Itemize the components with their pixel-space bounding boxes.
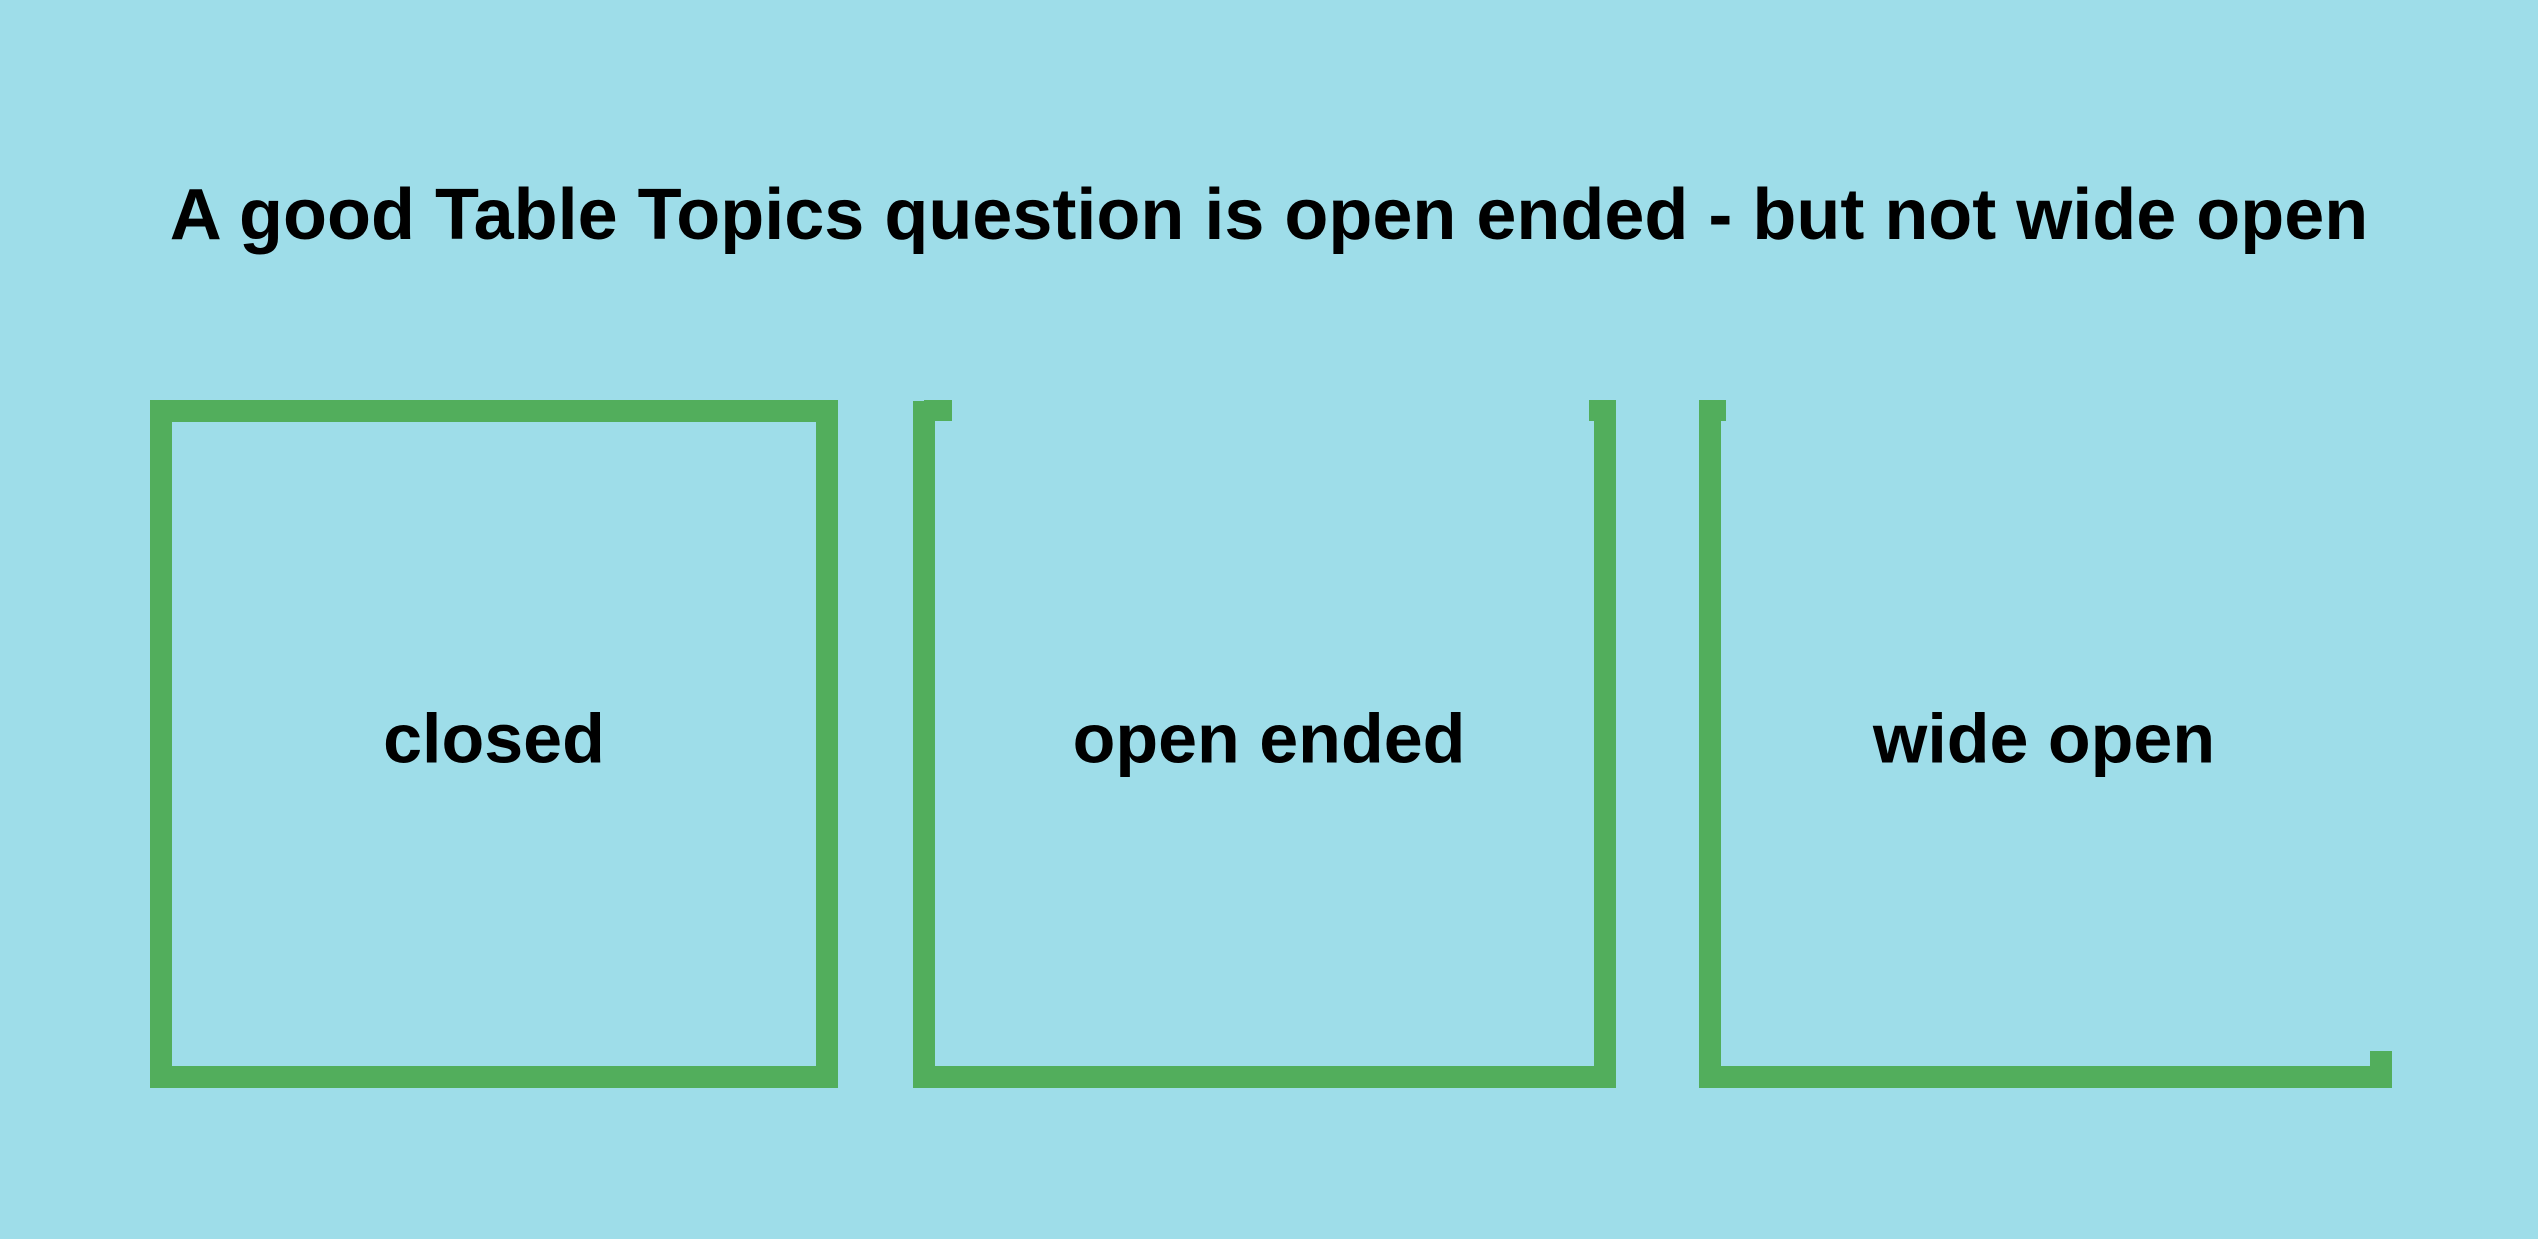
- closed-box-label: closed: [383, 699, 605, 777]
- wide-open-box-label: wide open: [1872, 699, 2215, 777]
- closed-box: closed: [150, 400, 838, 1088]
- open-ended-box-left-lip: [924, 400, 952, 421]
- open-ended-box-label: open ended: [1073, 699, 1466, 777]
- wide-open-box-top-lip: [1699, 400, 1726, 421]
- open-ended-box-frame: [913, 401, 1616, 1088]
- wide-open-box: wide open: [1699, 400, 2392, 1088]
- wide-open-box-end-lip: [2370, 1051, 2392, 1088]
- open-ended-box-right-lip: [1589, 400, 1616, 421]
- page-title: A good Table Topics question is open end…: [169, 175, 2369, 255]
- open-ended-box: open ended: [913, 400, 1616, 1088]
- wide-open-box-frame: [1699, 401, 2380, 1088]
- closed-box-frame: [150, 400, 838, 1088]
